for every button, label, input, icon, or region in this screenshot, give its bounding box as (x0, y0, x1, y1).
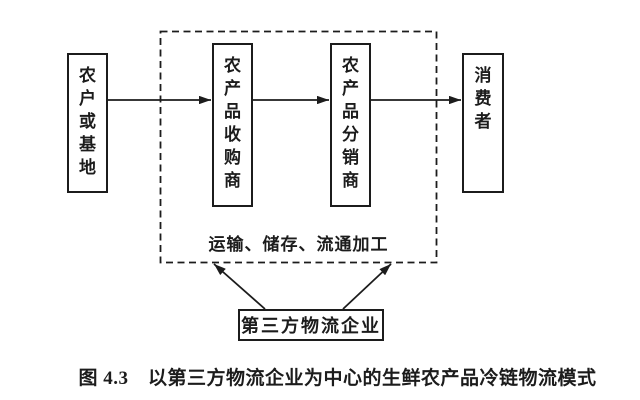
node-third-party-logistics-label: 第三方物流企业 (241, 316, 381, 336)
node-distributor: 农产品分销商 (330, 43, 371, 207)
process-zone-label: 运输、储存、流通加工 (208, 235, 389, 254)
node-farmers-base-label: 农户或基地 (79, 66, 96, 177)
arrow-logistics-to-zone-left (213, 263, 266, 310)
node-purchaser: 农产品收购商 (212, 43, 253, 207)
arrow-logistics-to-zone-right (342, 263, 392, 310)
node-farmers-base: 农户或基地 (67, 53, 108, 193)
node-consumer: 消费者 (462, 53, 504, 193)
node-consumer-label: 消费者 (474, 66, 492, 131)
node-third-party-logistics: 第三方物流企业 (238, 309, 384, 341)
process-zone-outline (159, 30, 438, 264)
node-purchaser-label: 农产品收购商 (224, 56, 241, 190)
node-distributor-label: 农产品分销商 (342, 56, 359, 190)
figure-caption: 图 4.3 以第三方物流企业为中心的生鲜农产品冷链物流模式 (78, 368, 597, 389)
